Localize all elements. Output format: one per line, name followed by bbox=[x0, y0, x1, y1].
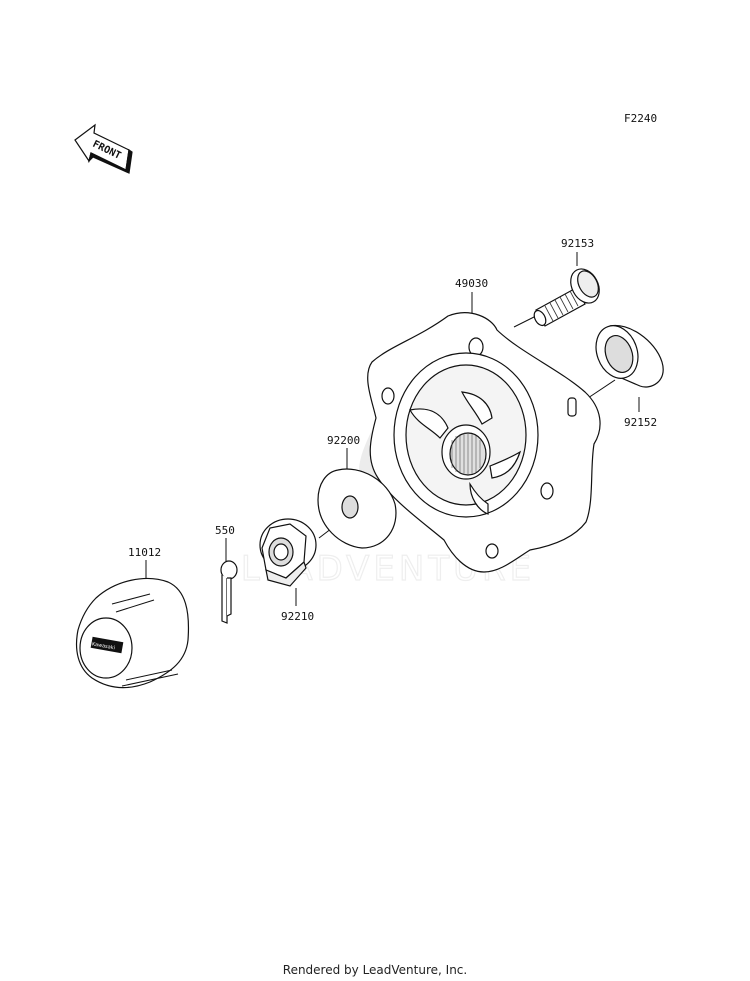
figure-code: F2240 bbox=[624, 112, 657, 125]
footer-credit: Rendered by LeadVenture, Inc. bbox=[282, 963, 468, 977]
stud-bolt-92153[interactable] bbox=[532, 264, 605, 327]
front-arrow-icon: FRONT bbox=[74, 123, 133, 174]
cap-brand-text: Kawasaki bbox=[91, 641, 115, 651]
part-label-92210[interactable]: 92210 bbox=[281, 610, 314, 623]
leader-lines bbox=[145, 252, 640, 606]
nut-92210[interactable] bbox=[260, 519, 316, 586]
part-label-11012[interactable]: 11012 bbox=[128, 546, 161, 559]
part-label-550[interactable]: 550 bbox=[215, 524, 235, 537]
washer-92200[interactable] bbox=[318, 469, 396, 548]
cotter-pin-550[interactable] bbox=[221, 561, 237, 623]
wheel-hub-49030[interactable] bbox=[368, 313, 600, 572]
oil-seal-92152[interactable] bbox=[589, 320, 663, 387]
part-label-92200[interactable]: 92200 bbox=[327, 434, 360, 447]
part-label-92152[interactable]: 92152 bbox=[624, 416, 657, 429]
part-label-92153[interactable]: 92153 bbox=[561, 237, 594, 250]
part-labels: 49030 92153 92152 92200 92210 550 11012 bbox=[128, 237, 657, 623]
part-label-49030[interactable]: 49030 bbox=[455, 277, 488, 290]
hub-cap-11012[interactable]: Kawasaki bbox=[77, 579, 189, 688]
